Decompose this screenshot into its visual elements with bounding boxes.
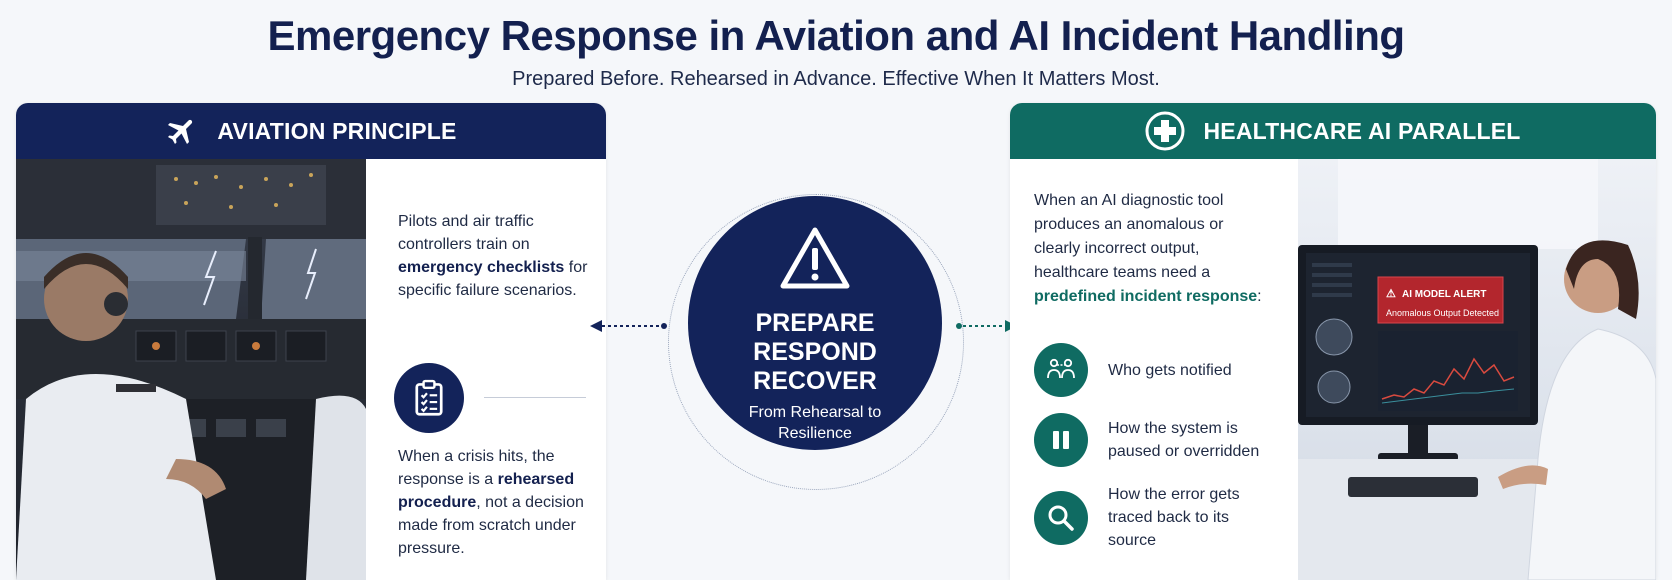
healthcare-paragraph: When an AI diagnostic tool produces an a… (1034, 192, 1262, 305)
predefined-incident-response-emphasis: predefined incident response (1034, 288, 1258, 305)
healthcare-panel-header: HEALTHCARE AI PARALLEL (1010, 103, 1656, 159)
people-network-icon (1034, 343, 1088, 397)
left-arrow-connector (590, 320, 667, 332)
divider-line (484, 397, 586, 398)
emergency-checklists-emphasis: emergency checklists (398, 259, 565, 276)
airplane-icon (165, 114, 199, 148)
center-subtitle: From Rehearsal to Resilience (748, 404, 882, 442)
rehearsed-procedure-emphasis: rehearsed procedure (398, 471, 575, 511)
healthcare-panel: HEALTHCARE AI PARALLEL When an AI diagno… (1010, 103, 1656, 580)
magnifier-icon (1034, 490, 1088, 545)
page-subtitle: Prepared Before. Rehearsed in Advance. E… (512, 68, 1160, 90)
aviation-paragraph-1: Pilots and air traffic controllers train… (398, 213, 588, 299)
alert-title: AI MODEL ALERT (1402, 289, 1486, 300)
prepare-respond-recover-circle: PREPARE RESPOND RECOVER From Rehearsal t… (688, 196, 942, 450)
alert-subtitle: Anomalous Output Detected (1386, 308, 1499, 318)
healthcare-panel-title: HEALTHCARE AI PARALLEL (1203, 117, 1521, 144)
aviation-panel-header: AVIATION PRINCIPLE (16, 103, 606, 159)
aviation-panel: AVIATION PRINCIPLE (16, 103, 606, 580)
center-word-prepare: PREPARE (755, 309, 875, 337)
center-word-recover: RECOVER (753, 367, 877, 395)
clipboard-checklist-icon (394, 363, 464, 433)
cockpit-photo (16, 159, 366, 580)
page-title: Emergency Response in Aviation and AI In… (267, 12, 1405, 59)
pause-icon (1034, 413, 1088, 467)
step-pause-override: How the system is paused or overridden (1034, 413, 1278, 467)
clinician-monitor-photo: ⚠ AI MODEL ALERT Anomalous Output Detect… (1298, 159, 1656, 580)
svg-text:⚠: ⚠ (1386, 288, 1396, 300)
step-trace-error: How the error gets traced back to its so… (1034, 483, 1278, 552)
aviation-panel-title: AVIATION PRINCIPLE (217, 117, 457, 144)
step-text: Who gets notified (1108, 361, 1232, 379)
center-word-respond: RESPOND (753, 338, 877, 366)
center-dotted-ring (668, 194, 964, 490)
step-text: How the system is paused or overridden (1108, 420, 1260, 460)
warning-triangle-icon (779, 226, 851, 295)
aviation-paragraph-2: When a crisis hits, the response is a re… (398, 448, 584, 557)
medical-cross-icon (1145, 111, 1185, 151)
step-text: How the error gets traced back to its so… (1108, 486, 1240, 549)
step-who-gets-notified: Who gets notified (1034, 343, 1278, 397)
